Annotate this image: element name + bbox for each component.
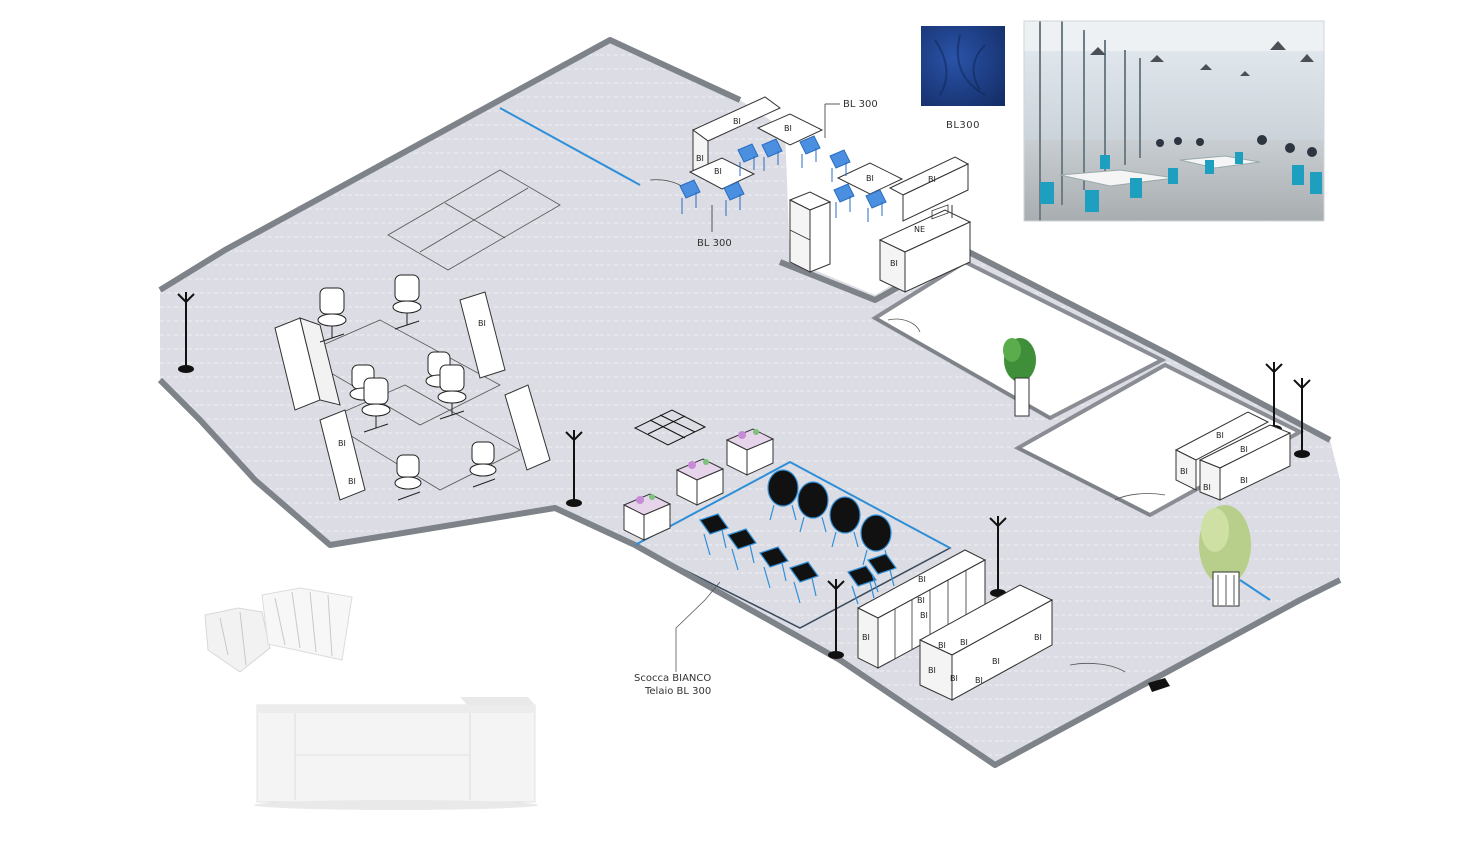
office-chair [394,454,422,501]
waste-bin [1148,678,1170,692]
lounge-chair-black [867,553,897,593]
potted-plant-1 [1003,338,1036,417]
cabinet-code-label: BI [920,611,928,620]
lounge-chair-black [767,469,799,521]
floor-outlet [633,409,707,446]
cabinet-code-label: BI [696,154,704,163]
office-cabinets-right: BI BI BI BI BI [1174,411,1292,501]
cafe-area: BI BI BI BI BI BI [679,96,972,293]
cabinet-code-label: BI [938,641,946,650]
cabinet-code-label: BI [733,117,741,126]
office-chair [392,274,422,330]
lounge-chair-black [797,481,829,533]
storage-cabinet-2: BI [459,291,506,379]
cafe-table [688,157,756,190]
lounge-chair-black [727,528,757,571]
lounge-chair-black [847,565,877,605]
blue-chairs [679,135,887,222]
cabinet-code-label: BI [918,575,926,584]
blue-chair [865,189,887,222]
kitchen-unit: BI NE BI [878,156,972,293]
blue-chair [737,143,759,176]
seat-callout-line2: Telaio BL 300 [644,686,711,697]
acoustic-panel-render [204,587,353,673]
callout-top: BL 300 [824,99,878,138]
meeting-table-outline [387,169,561,271]
cabinet-code-label: BI [478,319,486,328]
office-chair [361,377,391,433]
coat-stand [565,430,583,507]
cafe-table [836,162,904,195]
office-chairs [317,274,497,501]
table-code-label: BI [784,124,792,133]
table-code-label: BI [866,174,874,183]
refrigerator [788,191,832,273]
planter-box [622,493,672,541]
coat-stands [177,292,1311,659]
cafe-table [756,113,824,146]
storage-cabinet-1 [274,317,341,411]
coat-stand [827,579,845,659]
cabinet-code-label: BI [917,596,925,605]
lounge-chairs [699,469,897,605]
blue-chair [829,149,851,182]
cabinet-code-label: BI [1240,476,1248,485]
cabinet-code-label: BI [1180,467,1188,476]
planter-box [675,458,725,506]
glass-partitions [499,107,1271,601]
coat-stand [989,516,1007,597]
planters [622,409,775,541]
fabric-swatch: BL300 [921,26,1005,131]
office-chair [469,441,497,488]
swatch-label: BL300 [946,120,980,131]
cabinet-code-label: BI [960,638,968,647]
cabinet-code-label: BI [950,674,958,683]
coat-stand [177,292,195,373]
potted-plant-2 [1199,505,1251,607]
lounge-chair-black [699,513,729,556]
callout-seats: Scocca BIANCO Telaio BL 300 [634,581,721,697]
blue-chair [833,183,855,218]
lounge-chair-black [829,496,861,548]
cabinet-code-label-black: NE [914,225,925,234]
cabinet-code-label: BI [928,175,936,184]
storage-cabinet-3: BI BI [319,409,366,501]
office-chair [437,364,467,420]
cabinet-code-label: BI [1203,483,1211,492]
callout-chairs: BL 300 [697,205,732,249]
blue-chair [679,179,701,214]
table-code-label: BI [714,167,722,176]
cabinet-code-label: BI [975,676,983,685]
lounge-chair-black [759,546,789,589]
cabinet-code-label: BI [928,666,936,675]
coat-stand [1293,378,1311,458]
planter-box [725,428,775,476]
blue-chair [799,135,821,168]
blue-chair [761,138,783,171]
lounge-chair-black [789,561,819,604]
cabinet-code-label: BI [348,477,356,486]
reference-photo [1023,20,1325,222]
cabinet-code-label: BI [992,657,1000,666]
cabinet-code-label: BI [862,633,870,642]
callout-chairs-label: BL 300 [697,238,732,249]
callout-top-label: BL 300 [843,99,878,110]
storage-cabinet-4 [504,384,551,471]
cabinet-code-label: BI [1240,445,1248,454]
reception-desk-plan: BI BI BI BI BI BI BI [918,584,1054,701]
office-chair [317,287,347,343]
reception-desk-render [254,697,538,810]
cabinet-code-label: BI [1034,633,1042,642]
cabinet-code-label: BI [1216,431,1224,440]
blue-chair [723,181,745,216]
seat-callout-line1: Scocca BIANCO [634,673,711,684]
cabinet-code-label: BI [338,439,346,448]
cabinet-code-label: BI [890,259,898,268]
